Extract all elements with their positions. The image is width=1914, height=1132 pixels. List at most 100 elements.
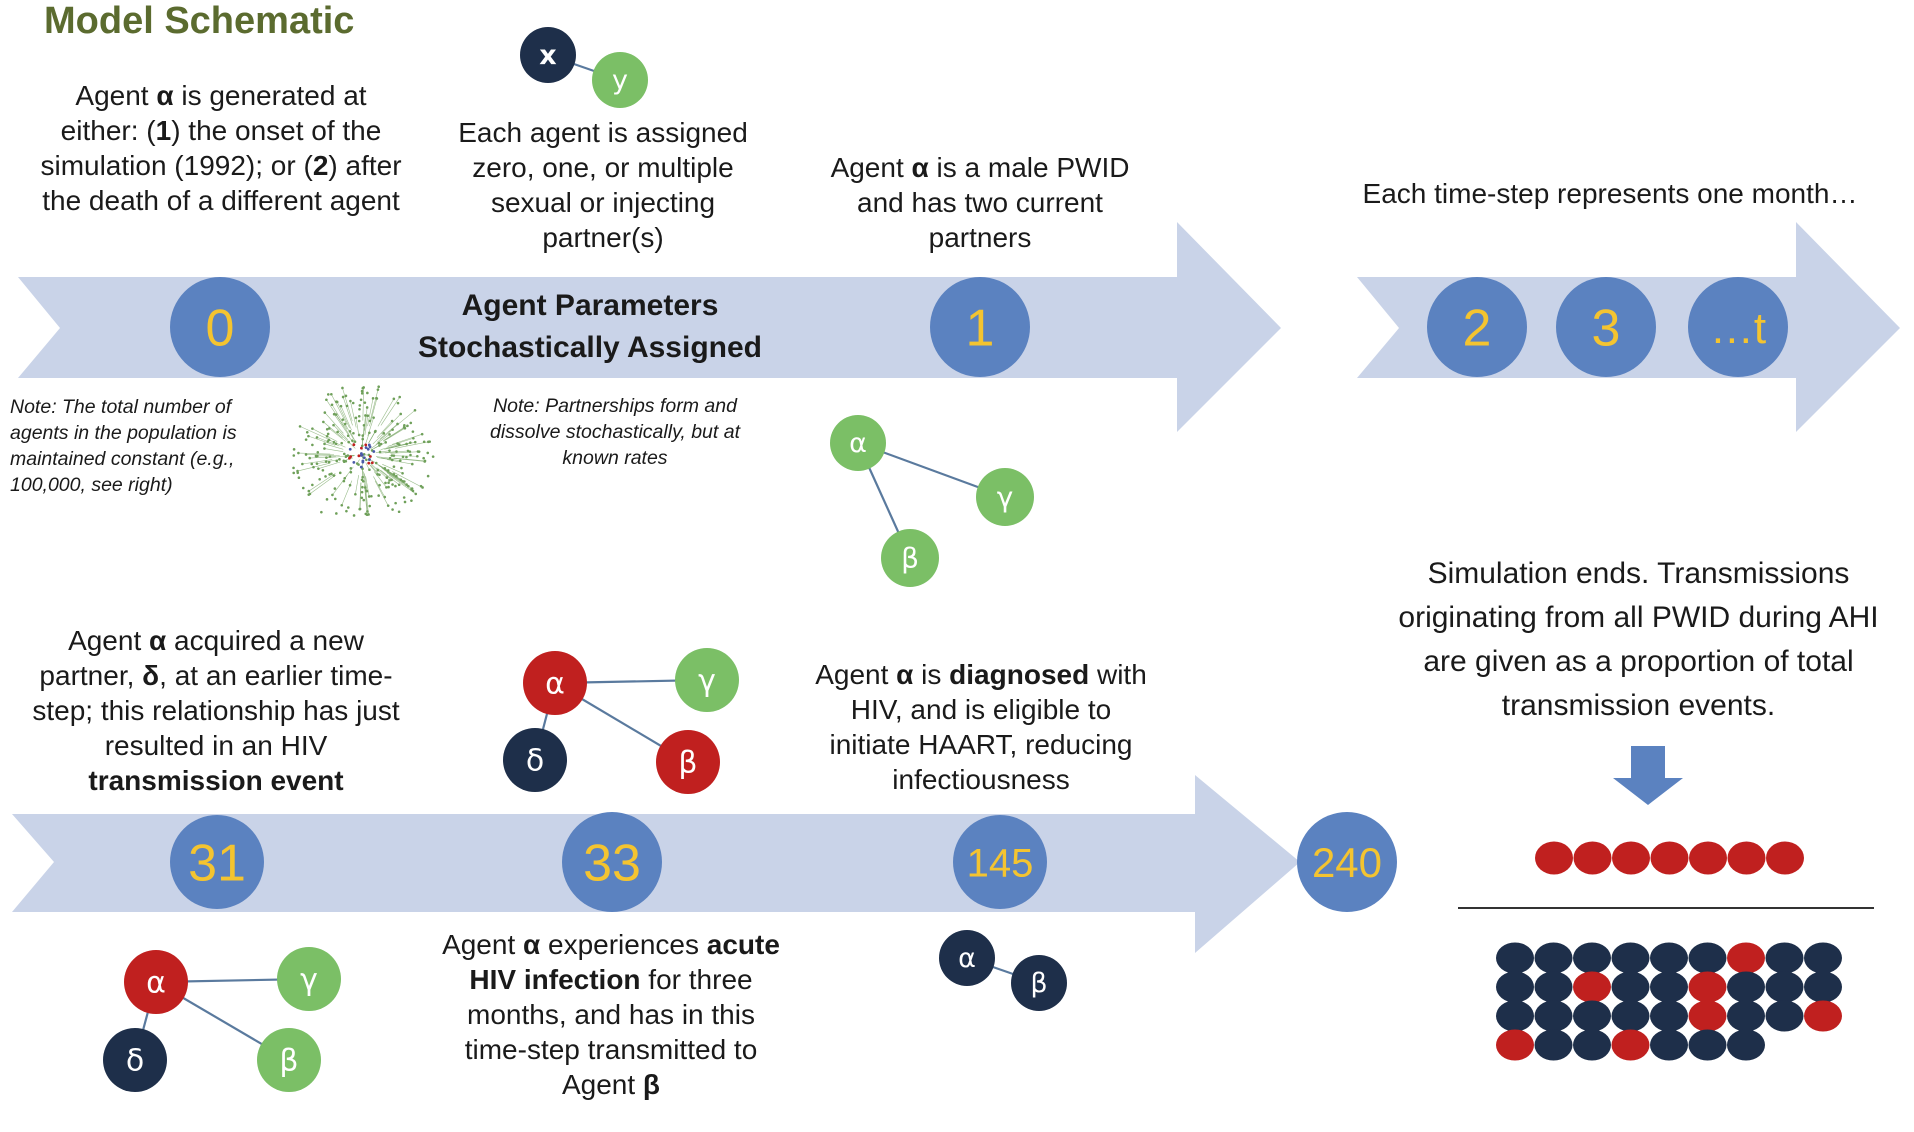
network-edge	[368, 430, 376, 443]
network-hub	[348, 447, 352, 451]
transmission-dot	[1727, 1029, 1765, 1061]
network-node	[388, 456, 392, 460]
agent-beta-node	[881, 529, 939, 587]
network-hub	[352, 461, 356, 464]
transmission-dot	[1727, 1000, 1765, 1032]
network-node	[392, 454, 396, 457]
network-node	[355, 462, 359, 465]
network-hub	[348, 456, 351, 460]
network-node	[409, 453, 412, 457]
network-node	[422, 456, 425, 460]
network-node	[361, 485, 364, 489]
network-node	[326, 393, 330, 396]
ahi-transmission-dot	[1612, 841, 1650, 875]
network-node	[403, 426, 407, 430]
network-node	[365, 489, 369, 493]
network-edge	[363, 415, 366, 435]
agent-delta-node	[103, 1028, 167, 1092]
transmission-dot	[1688, 1029, 1727, 1061]
agent-beta-label: β	[1030, 968, 1047, 999]
network-node	[391, 483, 394, 486]
network-edge	[326, 456, 345, 458]
transmission-dot	[1496, 1029, 1534, 1061]
network-node	[326, 432, 330, 436]
network-node	[334, 442, 338, 446]
network-edge	[364, 415, 369, 435]
agent-delta-node	[503, 728, 567, 792]
network-edge	[363, 471, 366, 488]
network-node	[395, 450, 398, 453]
network-node	[344, 459, 348, 463]
network-edge	[365, 432, 370, 444]
network-edge	[337, 431, 351, 444]
network-node	[364, 512, 368, 516]
transmission-dot	[1727, 971, 1765, 1003]
network-node	[362, 498, 366, 502]
time-step-circle	[930, 277, 1030, 377]
network-node	[390, 419, 394, 423]
transmission-dot	[1573, 1000, 1611, 1032]
network-node	[324, 460, 328, 463]
step0-description: Agent α is generated at either: (1) the …	[40, 80, 402, 216]
network-edge	[383, 428, 406, 442]
network-node	[304, 453, 308, 456]
network-edge	[308, 473, 336, 492]
network-edge	[308, 435, 336, 446]
network-edge	[386, 471, 413, 489]
network-node	[388, 479, 391, 482]
network-node	[361, 475, 364, 479]
network-node	[400, 466, 403, 470]
network-edge	[336, 401, 350, 429]
network-edge	[387, 437, 414, 447]
transmission-dot	[1496, 971, 1534, 1003]
network-edge	[329, 428, 346, 442]
agent-alpha-node	[124, 950, 188, 1014]
transmission-dot	[1611, 1029, 1650, 1061]
network-edge	[373, 476, 386, 498]
network-node	[426, 451, 430, 455]
network-edge	[375, 450, 390, 454]
network-hub	[368, 458, 371, 462]
time-step-label: 145	[967, 841, 1034, 885]
network-edge	[365, 462, 370, 470]
network-hub	[352, 443, 356, 447]
partner-assignment-description: Each agent is assigned zero, one, or mul…	[458, 117, 748, 253]
network-node	[323, 442, 326, 446]
network-node	[417, 450, 421, 453]
network-node	[342, 452, 346, 456]
time-step-circle	[170, 277, 270, 377]
network-node	[392, 397, 396, 401]
network-node	[384, 441, 387, 444]
network-hub	[370, 461, 374, 465]
network-node	[396, 401, 400, 405]
transmission-dot	[1573, 942, 1611, 974]
network-node	[378, 483, 381, 487]
network-hub	[368, 455, 372, 458]
network-node	[394, 501, 397, 505]
network-node	[372, 416, 375, 419]
network-edge	[355, 417, 360, 437]
population-note: Note: The total number of agents in the …	[10, 396, 237, 496]
network-edge	[318, 461, 341, 469]
network-node	[321, 469, 325, 472]
network-node	[426, 474, 430, 478]
agent-y-label: y	[612, 65, 628, 96]
time-step-circle	[562, 812, 662, 912]
network-node	[409, 421, 413, 425]
network-edge	[380, 469, 400, 485]
time-step-circle	[1297, 812, 1397, 912]
agent-y-node	[592, 52, 648, 108]
network-node	[330, 403, 334, 407]
network-node	[347, 506, 350, 509]
agent-gamma-node	[277, 947, 341, 1011]
network-edge	[395, 441, 429, 449]
network-node	[324, 475, 327, 478]
transmission-dot	[1804, 971, 1842, 1003]
network-hub	[359, 465, 363, 469]
transmission-dot	[1650, 971, 1688, 1003]
network-edge	[372, 433, 385, 445]
time-step-circle	[953, 815, 1047, 909]
